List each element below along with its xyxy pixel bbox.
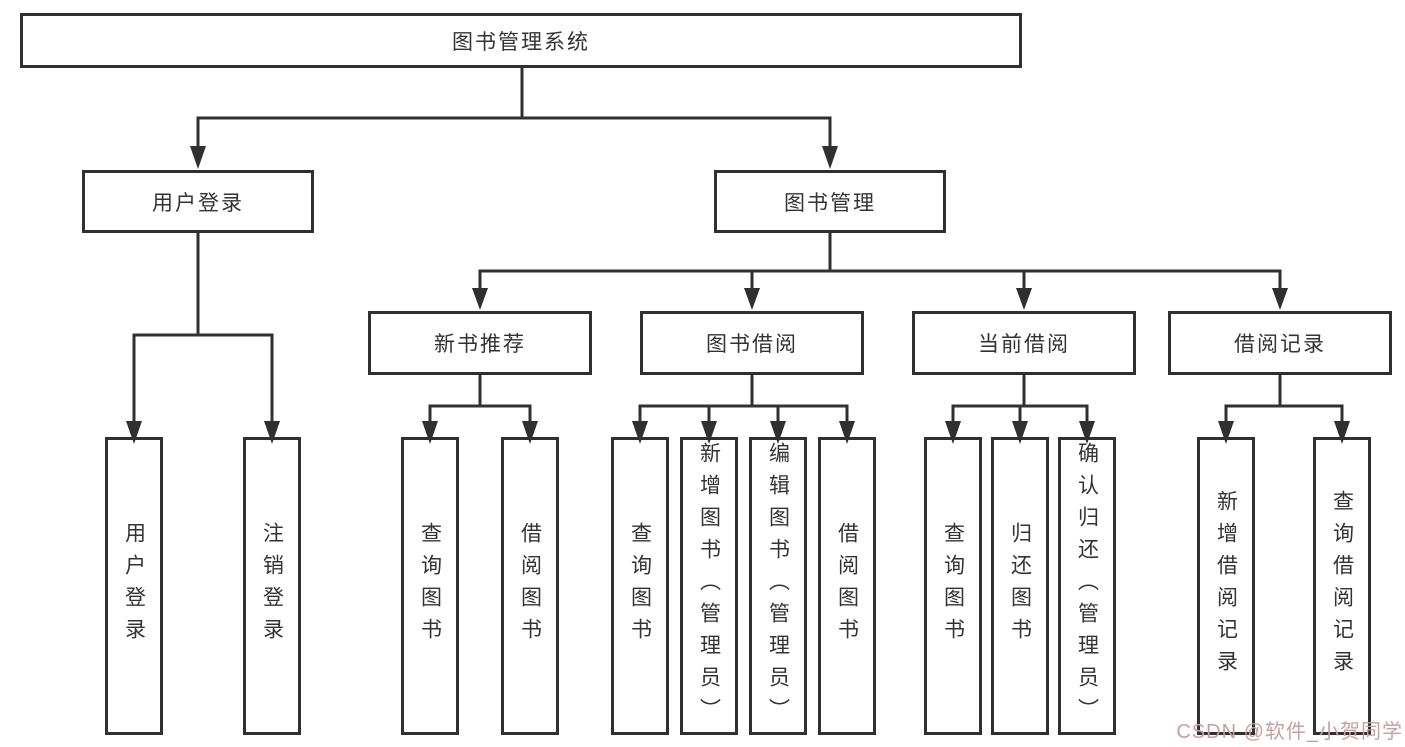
leaf-borrow-books-label: 借阅图书 [835,522,859,650]
node-book-borrow: 图书借阅 [640,311,864,375]
connector-book-management-children [472,233,1288,310]
node-root: 图书管理系统 [20,13,1022,68]
node-user-login: 用户登录 [82,170,314,233]
node-current-borrow: 当前借阅 [912,311,1136,375]
node-book-management: 图书管理 [714,170,946,233]
connector-borrow-records-children [1218,375,1350,444]
leaf-query-books-current: 查询图书 [924,437,982,735]
leaf-query-books-borrow-label: 查询图书 [628,522,652,650]
connector-book-borrow-children [632,375,855,444]
leaf-query-books-recommend-label: 查询图书 [418,522,442,650]
leaf-add-borrow-record-label: 新增借阅记录 [1214,490,1238,682]
leaf-query-borrow-record-label: 查询借阅记录 [1330,490,1354,682]
leaf-borrow-books: 借阅图书 [818,437,876,735]
leaf-query-books-current-label: 查询图书 [941,522,965,650]
leaf-borrow-books-recommend-label: 借阅图书 [518,522,542,650]
node-borrow-records: 借阅记录 [1168,311,1392,375]
leaf-confirm-return-admin: 确认归还（管理员） [1058,437,1116,735]
leaf-add-book-admin-label: 新增图书（管理员） [697,442,721,730]
leaf-query-books-recommend: 查询图书 [401,437,459,735]
connector-root-to-level1 [190,68,838,169]
connector-current-borrow-children [945,375,1095,444]
leaf-query-books-borrow: 查询图书 [611,437,669,735]
leaf-query-borrow-record: 查询借阅记录 [1313,437,1371,735]
leaf-user-login: 用户登录 [105,437,163,735]
connector-new-book-recommend-children [422,375,538,444]
leaf-add-borrow-record: 新增借阅记录 [1197,437,1255,735]
leaf-return-book-label: 归还图书 [1008,522,1032,650]
node-new-book-recommend: 新书推荐 [368,311,592,375]
leaf-borrow-books-recommend: 借阅图书 [501,437,559,735]
connector-user-login-children [126,233,280,444]
leaf-user-login-label: 用户登录 [122,522,146,650]
leaf-edit-book-admin: 编辑图书（管理员） [749,437,807,735]
leaf-logout-label: 注销登录 [260,522,284,650]
leaf-return-book: 归还图书 [991,437,1049,735]
watermark: CSDN @软件_小贺同学 [1176,721,1403,743]
leaf-confirm-return-admin-label: 确认归还（管理员） [1075,442,1099,730]
leaf-edit-book-admin-label: 编辑图书（管理员） [766,442,790,730]
leaf-add-book-admin: 新增图书（管理员） [680,437,738,735]
leaf-logout: 注销登录 [243,437,301,735]
